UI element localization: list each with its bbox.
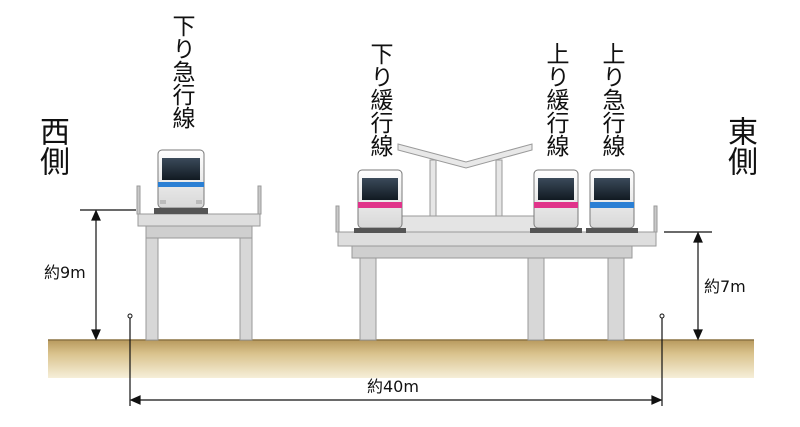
width-dimension [127,313,665,406]
train-up-express [586,169,638,233]
west-side-label: 西側 [34,116,69,176]
label-down-express-track: 下り急行線 [168,14,194,129]
width-label: 約40m [367,377,419,396]
label-up-express-track: 上り急行線 [598,42,624,157]
ground [48,340,754,378]
west-height-dimension [80,209,136,341]
label-up-local-track: 上り緩行線 [542,42,568,157]
east-viaduct [335,143,658,341]
west-height-label: 約9m [44,263,86,282]
train-down-express [154,149,208,214]
train-up-local [530,169,582,233]
train-down-local [354,169,406,233]
label-down-local-track: 下り緩行線 [366,42,392,157]
east-height-dimension [664,231,712,341]
east-height-label: 約7m [704,277,746,296]
east-side-label: 東側 [722,116,757,176]
